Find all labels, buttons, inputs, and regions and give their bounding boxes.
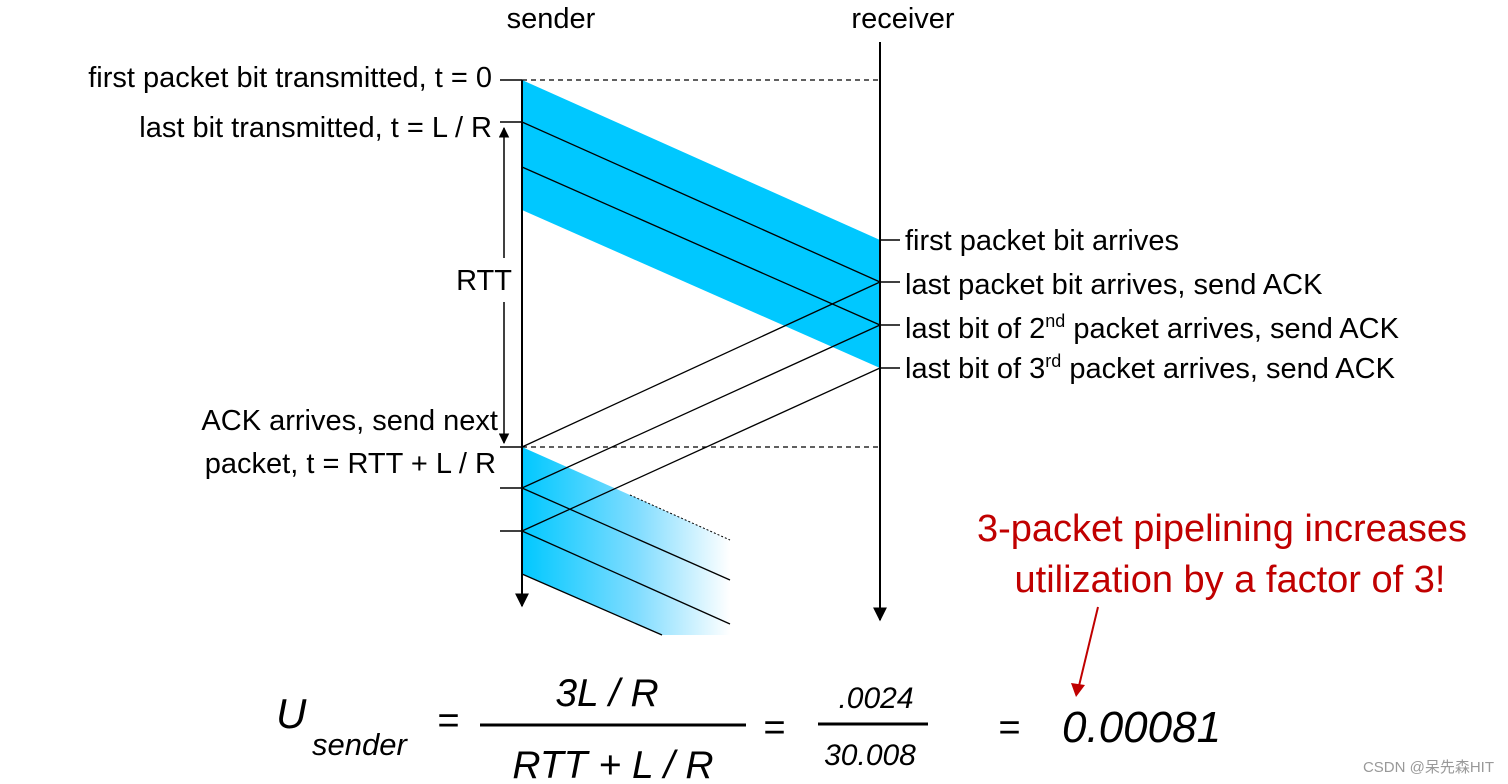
next-packet-divider-1 <box>521 487 731 581</box>
third-sup: rd <box>1045 351 1061 371</box>
label-rtt: RTT <box>456 265 512 297</box>
next-packet-edge-bottom <box>521 573 663 636</box>
note-arrow <box>1077 606 1099 691</box>
label-first-bit-transmitted: first packet bit transmitted, t = 0 <box>88 62 492 94</box>
second-sup: nd <box>1045 311 1065 331</box>
eq-numerator: 3L / R <box>555 672 658 715</box>
eq-u-subscript: sender <box>312 727 408 762</box>
next-packet-band <box>522 447 730 635</box>
second-post: packet arrives, send ACK <box>1065 313 1399 345</box>
label-first-bit-arrives: first packet bit arrives <box>905 225 1179 257</box>
packet-1-divider <box>521 121 881 283</box>
label-ack-arrives-1: ACK arrives, send next <box>201 405 498 437</box>
note-line-1: 3-packet pipelining increases <box>977 508 1467 550</box>
next-packet-divider-2 <box>521 530 731 625</box>
note-line-2: utilization by a factor of 3! <box>1015 559 1446 601</box>
packet-2-divider <box>521 166 881 326</box>
eq-equals-1: = <box>437 700 459 742</box>
label-third-packet-arrives: last bit of 3rd packet arrives, send ACK <box>905 351 1396 385</box>
note-arrow-head <box>1071 683 1085 697</box>
label-last-bit-arrives: last packet bit arrives, send ACK <box>905 269 1323 301</box>
ack-line-2 <box>521 324 881 489</box>
eq-equals-3: = <box>998 707 1020 749</box>
eq-den2: 30.008 <box>824 739 916 772</box>
third-post: packet arrives, send ACK <box>1061 353 1395 385</box>
eq-u: U <box>276 690 307 737</box>
packet-band-1-3 <box>522 80 880 368</box>
ack-line-3 <box>521 367 881 532</box>
third-pre: last bit of 3 <box>905 353 1045 385</box>
label-ack-arrives-2: packet, t = RTT + L / R <box>205 448 496 480</box>
receiver-header: receiver <box>851 3 954 35</box>
watermark: CSDN @呆先森HIT <box>1363 759 1494 776</box>
ack-line-1 <box>521 281 881 448</box>
second-pre: last bit of 2 <box>905 313 1045 345</box>
eq-result: 0.00081 <box>1062 703 1221 752</box>
label-last-bit-transmitted: last bit transmitted, t = L / R <box>139 112 492 144</box>
eq-denominator: RTT + L / R <box>512 744 713 784</box>
label-second-packet-arrives: last bit of 2nd packet arrives, send ACK <box>905 311 1400 345</box>
sender-header: sender <box>507 3 596 35</box>
eq-num2: .0024 <box>838 682 913 715</box>
eq-equals-2: = <box>763 707 785 749</box>
